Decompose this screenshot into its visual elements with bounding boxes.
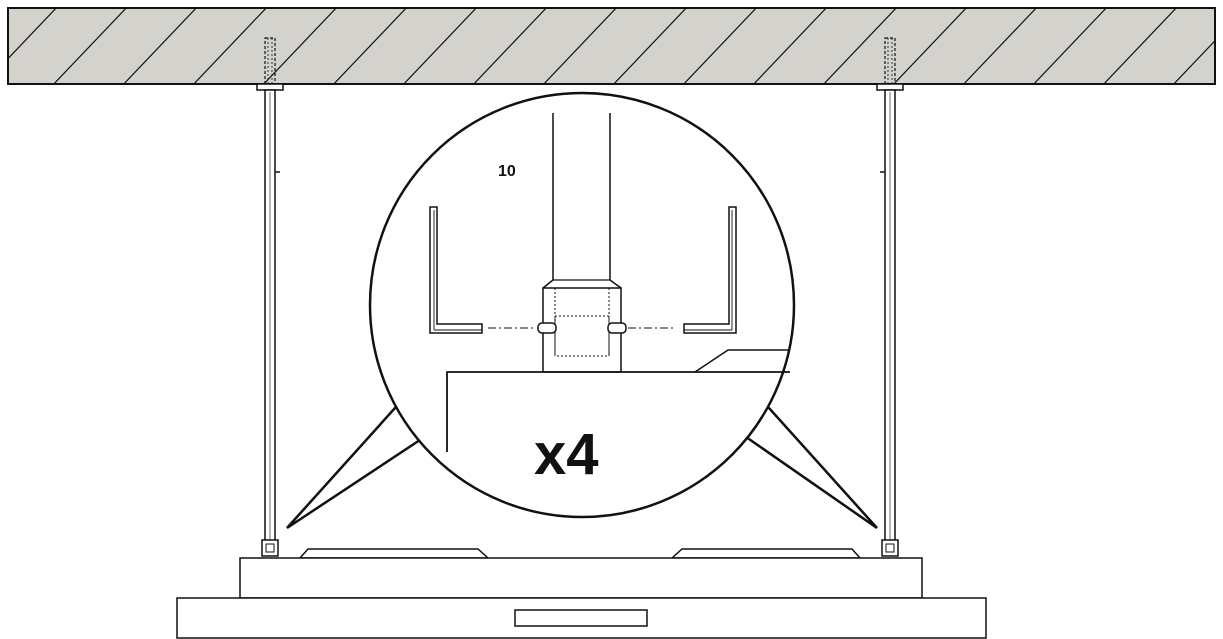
step-number-label: 10	[498, 163, 516, 180]
callout-pointers	[286, 396, 878, 530]
right-threaded-rod	[876, 37, 904, 557]
ceiling-unit	[176, 548, 987, 639]
ceiling-hatching	[8, 8, 1215, 84]
bracket-slot-left	[537, 322, 557, 334]
left-threaded-rod	[256, 37, 284, 557]
l-bracket-left	[429, 206, 483, 334]
unit-top-cover-left	[298, 548, 490, 559]
unit-panel	[176, 597, 987, 639]
unit-body	[239, 557, 923, 599]
quantity-label: x4	[534, 422, 599, 487]
device-housing	[446, 349, 790, 452]
ceiling-slab	[7, 7, 1216, 85]
unit-display-slot	[514, 609, 648, 627]
detail-content	[429, 113, 790, 452]
unit-top-cover-right	[670, 548, 862, 559]
l-bracket-right	[683, 206, 737, 334]
bracket-slot-right	[607, 322, 627, 334]
